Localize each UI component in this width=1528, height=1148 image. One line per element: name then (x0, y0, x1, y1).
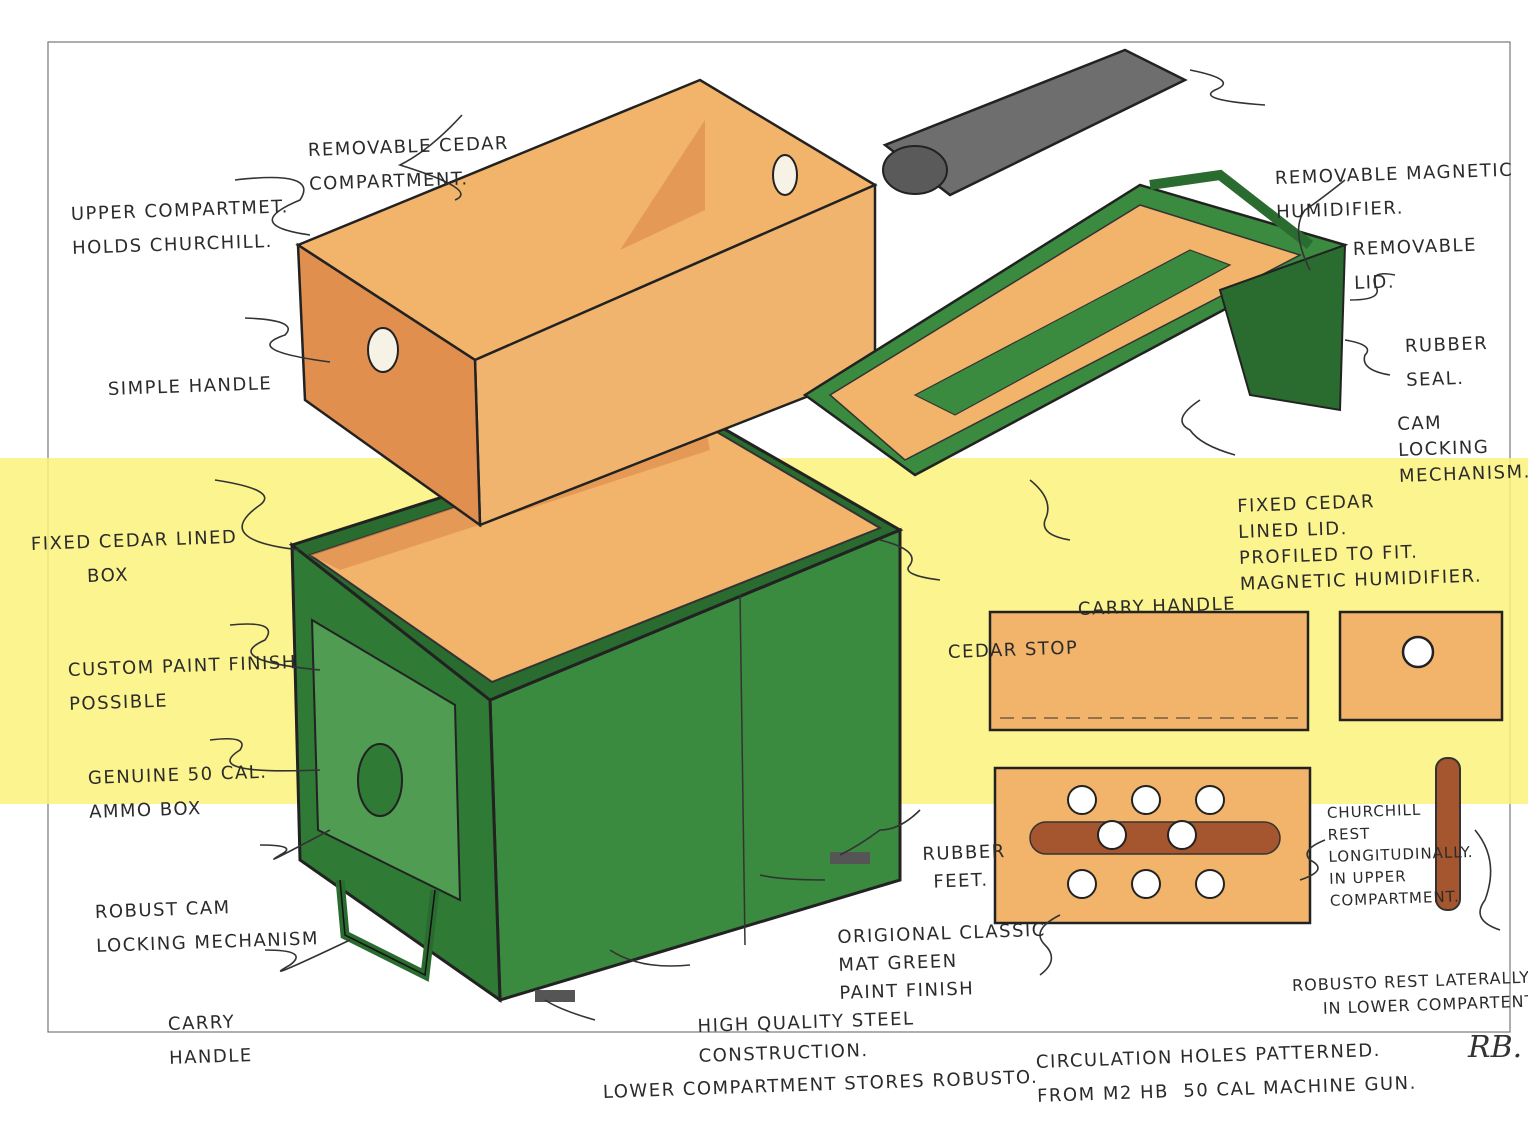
label-upper-compartment: UPPER COMPARTMET.HOLDS CHURCHILL. (70, 196, 290, 259)
cigar-robusto (1435, 757, 1461, 911)
label-simple-handle: SIMPLE HANDLE (107, 373, 273, 400)
label-circulation: CIRCULATION HOLES PATTERNED.FROM M2 HB 5… (1035, 1039, 1418, 1107)
label-carry-handle-mid: CARRY HANDLE (1077, 593, 1237, 620)
detail-hole-pattern (993, 766, 1312, 925)
leader-lines (209, 69, 1501, 1021)
cedar-compartment (295, 78, 878, 528)
label-lower-compartment: LOWER COMPARTMENT STORES ROBUSTO. (602, 1066, 1039, 1103)
open-lid (802, 169, 1349, 477)
signature: RB. (1468, 1030, 1523, 1065)
detail-end-panel (1338, 610, 1504, 722)
label-cedar-stop: CEDAR STOP (947, 637, 1079, 663)
sketch-drawing (0, 41, 1528, 1033)
humidifier-block (882, 48, 1188, 197)
detail-side-panel (988, 610, 1310, 732)
